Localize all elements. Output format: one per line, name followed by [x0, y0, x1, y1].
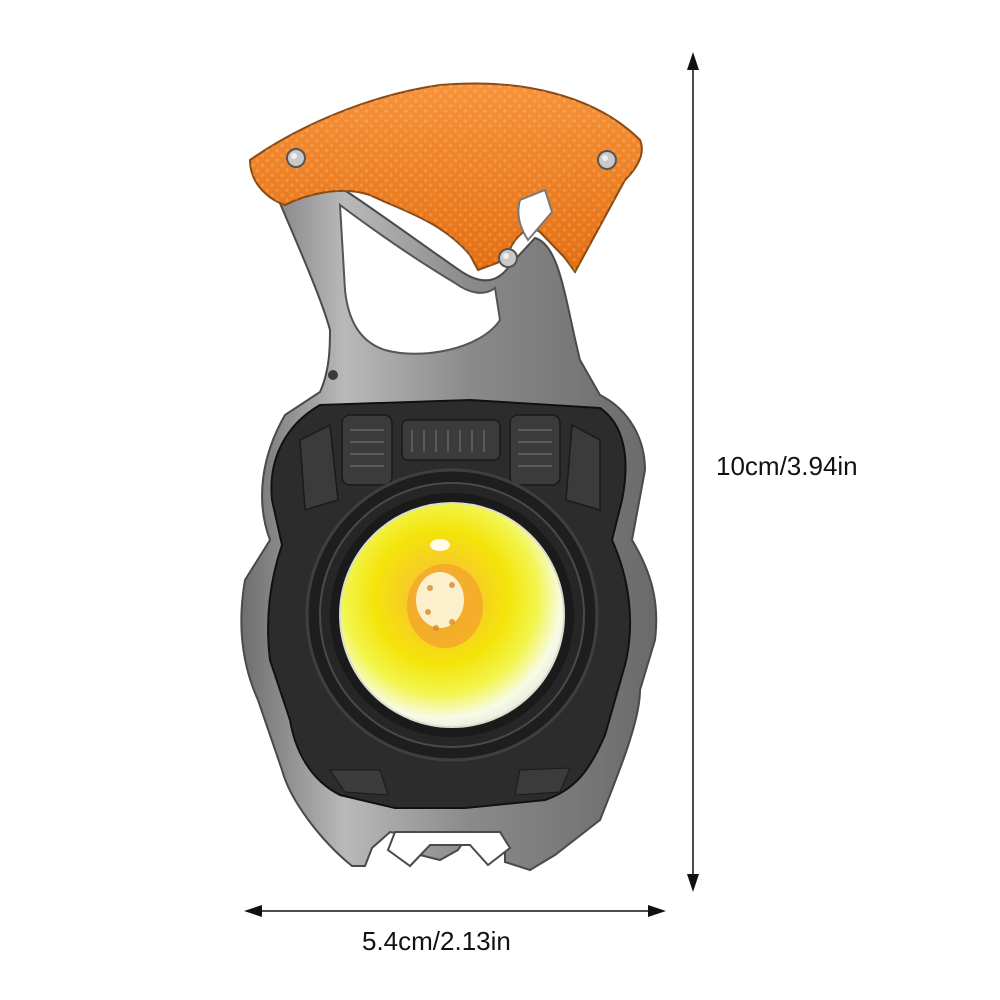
lanyard-hole — [328, 370, 338, 380]
seatbelt-cutter-notch — [517, 188, 554, 242]
screw-right — [597, 150, 617, 170]
width-dimension-label: 5.4cm/2.13in — [362, 926, 511, 956]
cob-led-lens — [339, 502, 565, 728]
hook-opening — [338, 202, 502, 355]
bottle-opener-slot — [386, 831, 512, 868]
orange-knurled-handle — [248, 82, 643, 274]
top-grip-ridges — [299, 414, 601, 512]
screw-center — [498, 248, 518, 268]
screw-left — [286, 148, 306, 168]
width-dimension-arrow — [244, 905, 666, 917]
height-dimension-label: 10cm/3.94in — [716, 451, 858, 481]
height-dimension-arrow — [687, 52, 699, 892]
